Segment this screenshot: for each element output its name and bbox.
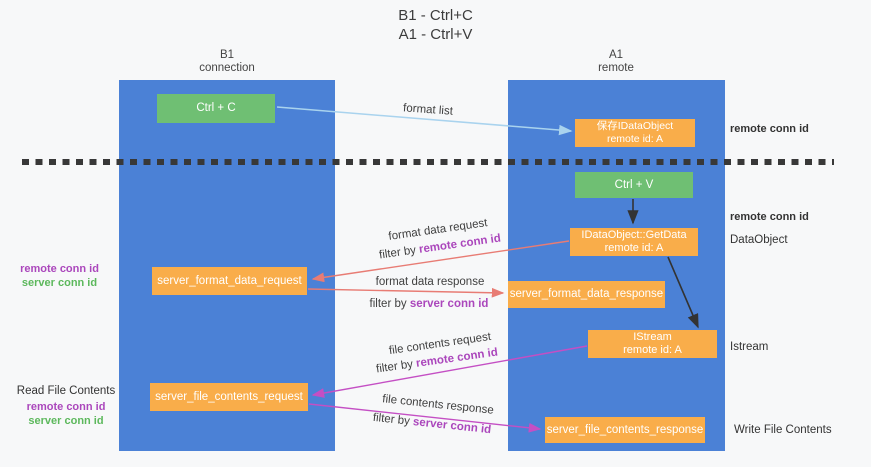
diagram-title: B1 - Ctrl+C A1 - Ctrl+V — [0, 6, 871, 44]
format-data-response-arrow — [307, 287, 505, 298]
right-top-remote-conn-id-label: remote conn id — [730, 123, 809, 135]
filter-by-server-conn-id-annotation-1: filter by server conn id — [369, 298, 489, 310]
filter-by-server-conn-id-annotation-2: filter by server conn id — [372, 411, 492, 437]
left-column-subtitle: connection — [199, 62, 255, 74]
istream-line2: remote id: A — [623, 344, 682, 356]
file-contents-response-annotation: file contents response — [381, 393, 495, 417]
server-format-data-request-box: server_format_data_request — [152, 267, 307, 295]
ctrl-c-label: Ctrl + C — [196, 102, 236, 114]
server-file-contents-request-box: server_file_contents_request — [150, 383, 308, 411]
read-file-contents-label: Read File Contents — [16, 385, 116, 397]
title-line-1: B1 - Ctrl+C — [398, 7, 473, 24]
format-data-response-annotation: format data response — [375, 276, 485, 288]
save-idataobject-box: 保存IDataObject remote id: A — [575, 119, 695, 147]
left-bottom-remote-conn-id-label: remote conn id — [26, 401, 106, 413]
save-idataobject-line2: remote id: A — [606, 133, 663, 145]
format-list-annotation: format list — [402, 102, 454, 118]
save-idataobject-line1: 保存IDataObject — [596, 120, 674, 132]
ctrl-v-label: Ctrl + V — [614, 178, 654, 191]
istream-box: IStream remote id: A — [588, 330, 717, 358]
left-column-name: B1 — [219, 49, 235, 61]
left-top-conn-id-labels: remote conn id server conn id — [12, 262, 107, 290]
getdata-box: IDataObject::GetData remote id: A — [570, 228, 698, 256]
ctrl-v-box: Ctrl + V — [575, 172, 693, 198]
phase-separator-dashed-line — [22, 159, 834, 165]
right-column-subtitle: remote — [598, 62, 634, 74]
left-top-remote-conn-id-label: remote conn id — [20, 263, 99, 275]
istream-side-label: Istream — [730, 341, 769, 353]
ctrl-c-box: Ctrl + C — [157, 94, 275, 123]
left-bottom-labels: Read File Contents remote conn id server… — [12, 384, 120, 428]
server-file-contents-response-box: server_file_contents_response — [545, 417, 705, 443]
server-format-data-response-label: server_format_data_response — [509, 288, 664, 300]
right-mid-remote-conn-id-label: remote conn id — [730, 211, 809, 223]
getdata-line2: remote id: A — [604, 242, 664, 254]
left-bottom-server-conn-id-label: server conn id — [28, 415, 104, 427]
server-format-data-request-label: server_format_data_request — [157, 274, 302, 287]
right-column-header: A1 remote — [558, 49, 674, 75]
write-file-contents-label: Write File Contents — [734, 424, 832, 436]
right-column-name: A1 — [608, 49, 624, 61]
server-format-data-response-box: server_format_data_response — [508, 281, 665, 308]
getdata-line1: IDataObject::GetData — [581, 229, 687, 241]
server-file-contents-request-label: server_file_contents_request — [155, 390, 303, 403]
title-line-2: A1 - Ctrl+V — [398, 26, 473, 43]
istream-line1: IStream — [633, 331, 672, 343]
left-column-header: B1 connection — [169, 49, 285, 75]
left-top-server-conn-id-label: server conn id — [21, 277, 98, 289]
server-file-contents-response-label: server_file_contents_response — [546, 423, 704, 436]
dataobject-label: DataObject — [730, 234, 788, 246]
